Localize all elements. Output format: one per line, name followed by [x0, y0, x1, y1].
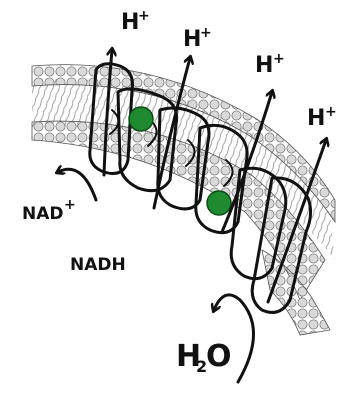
water-label: H 2 O [176, 339, 232, 376]
copper-center-2 [207, 191, 231, 215]
nad-plus-sign: + [64, 197, 76, 213]
nad-plus-label: NAD + [22, 197, 76, 224]
h-plus-2-h: H [183, 27, 201, 52]
h-plus-label-4: H + [307, 104, 337, 131]
lipid-bilayer [32, 65, 335, 335]
h-plus-1-h: H [121, 10, 139, 35]
h-plus-4-sign: + [325, 104, 337, 120]
h-plus-1-sign: + [138, 8, 150, 24]
h-plus-2-sign: + [200, 25, 212, 41]
h-plus-label-1: H + [121, 8, 150, 35]
copper-center-1 [129, 107, 153, 131]
nadh-label: NADH [70, 255, 126, 275]
h-plus-3-sign: + [273, 51, 285, 67]
h-plus-3-h: H [255, 53, 273, 78]
h-plus-label-3: H + [255, 51, 285, 78]
h-plus-label-2: H + [183, 25, 212, 52]
nadh-oxidation-arrow [58, 169, 96, 200]
water-o: O [206, 339, 232, 374]
h-plus-4-h: H [307, 106, 325, 131]
nad-plus-text: NAD [22, 204, 64, 224]
